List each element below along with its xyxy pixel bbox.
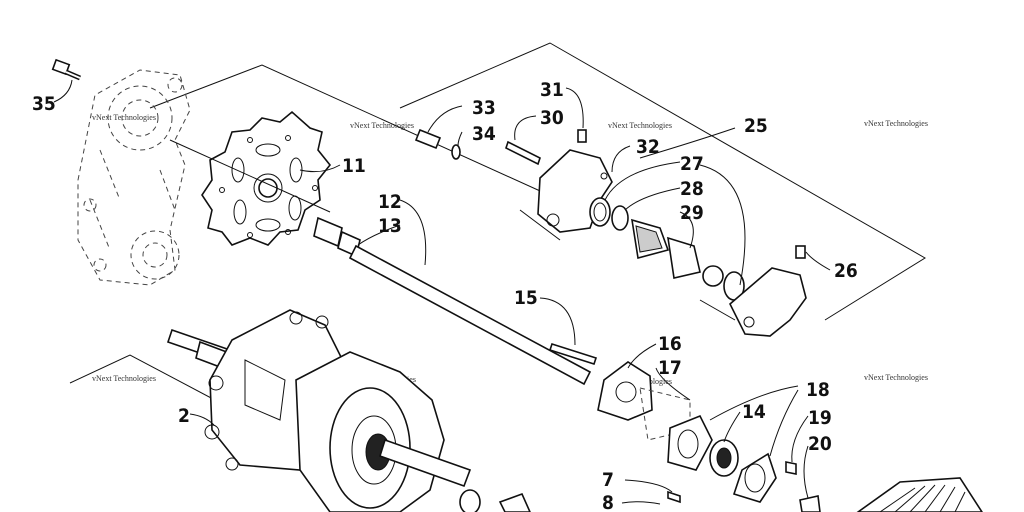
callout-14: 14 xyxy=(742,401,766,423)
callout-32: 32 xyxy=(636,136,660,158)
part-12-shaft xyxy=(313,216,592,386)
watermark-1: vNext Technologies xyxy=(92,113,156,122)
part-11-brake-disc xyxy=(201,110,332,246)
callout-26: 26 xyxy=(834,260,858,282)
callout-15: 15 xyxy=(514,287,538,309)
watermark-3: vNext Technologies xyxy=(608,121,672,130)
caliper-assembly xyxy=(414,128,807,337)
bearing-assembly xyxy=(597,361,821,512)
watermark-2: vNext Technologies xyxy=(350,121,414,130)
callout-16: 16 xyxy=(658,333,682,355)
callout-18: 18 xyxy=(806,379,830,401)
callout-35: 35 xyxy=(32,93,56,115)
part-15-key xyxy=(548,342,598,366)
callout-2: 2 xyxy=(178,405,190,427)
callout-30: 30 xyxy=(540,107,564,129)
callout-8: 8 xyxy=(602,492,614,512)
callout-13: 13 xyxy=(378,215,402,237)
callouts: 35 11 12 13 15 33 34 31 30 32 25 27 28 2… xyxy=(32,79,858,512)
callout-33: 33 xyxy=(472,97,496,119)
callout-28: 28 xyxy=(680,178,704,200)
leader-lines xyxy=(53,79,831,505)
callout-19: 19 xyxy=(808,407,832,429)
watermark-5: vNext Technologies xyxy=(92,374,156,383)
callout-12: 12 xyxy=(378,191,402,213)
callout-20: 20 xyxy=(808,433,832,455)
callout-7: 7 xyxy=(602,469,614,491)
reference-planes xyxy=(69,42,926,409)
idler-wheel xyxy=(856,477,983,512)
callout-31: 31 xyxy=(540,79,564,101)
part-35-bolt xyxy=(51,58,81,81)
chaincase-housing xyxy=(77,69,191,286)
part-2-drive-sprocket xyxy=(166,309,531,512)
callout-29: 29 xyxy=(680,202,704,224)
callout-17: 17 xyxy=(658,357,682,379)
callout-25: 25 xyxy=(744,115,768,137)
callout-11: 11 xyxy=(342,155,366,177)
callout-27: 27 xyxy=(680,153,704,175)
watermark-4: vNext Technologies xyxy=(864,119,928,128)
callout-34: 34 xyxy=(472,123,496,145)
watermark-8: vNext Technologies xyxy=(864,373,928,382)
